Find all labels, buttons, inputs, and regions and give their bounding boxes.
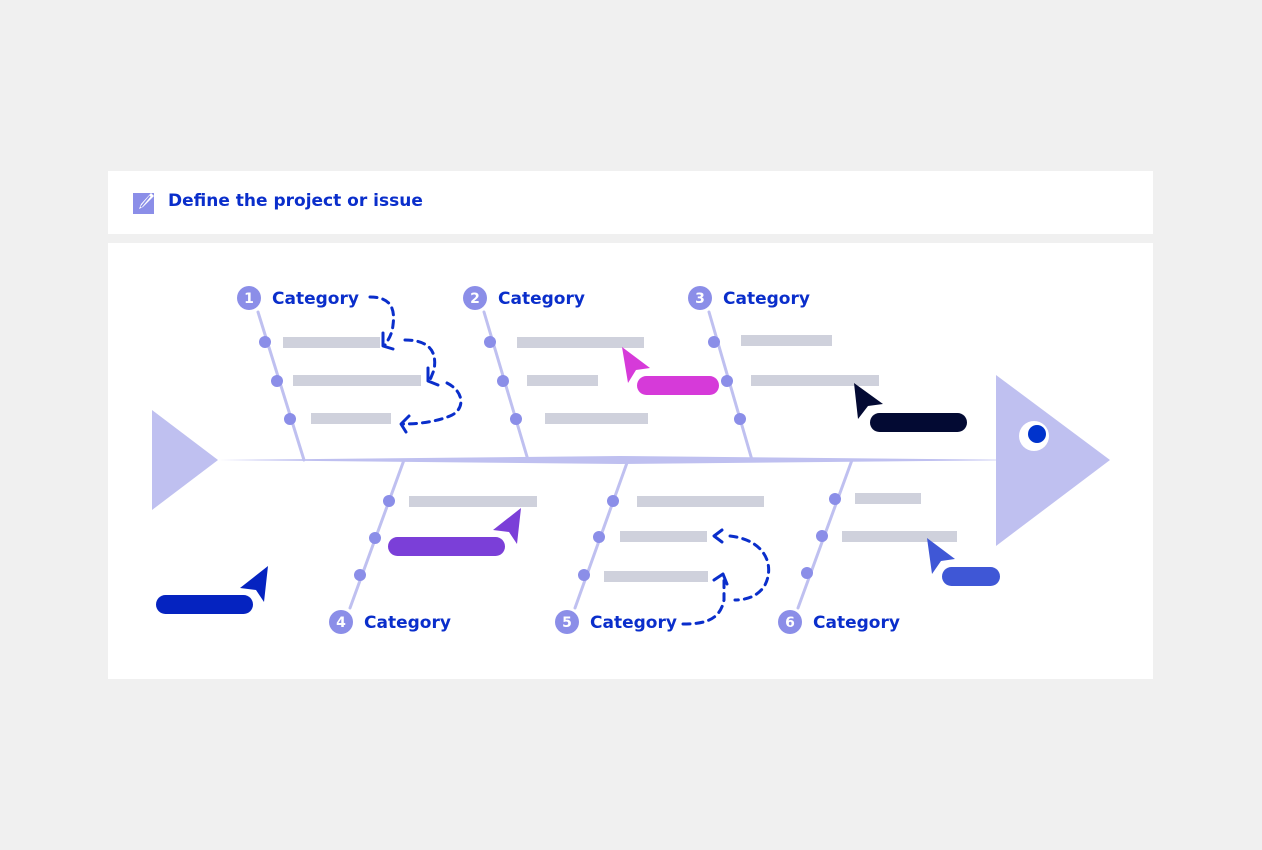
category-label[interactable]: Category	[813, 613, 900, 633]
collaborator-cursor-mid-blue	[927, 538, 1000, 586]
cause-placeholder[interactable]	[283, 337, 380, 348]
cause-placeholder[interactable]	[293, 375, 421, 386]
category-number-badge	[778, 610, 802, 634]
cause-placeholder[interactable]	[620, 531, 707, 542]
dashed-arrow-connector	[681, 528, 771, 626]
collaborator-name-pill	[156, 595, 253, 614]
category-number-badge	[688, 286, 712, 310]
cause-placeholder[interactable]	[741, 335, 832, 346]
category-number-badge	[329, 610, 353, 634]
cursor-icon	[622, 347, 650, 383]
category-label[interactable]: Category	[498, 289, 585, 309]
svg-text:5: 5	[562, 615, 572, 631]
branch-4: 4 Category	[329, 458, 537, 634]
cause-placeholder[interactable]	[751, 375, 879, 386]
cursor-icon	[927, 538, 955, 574]
cause-placeholder[interactable]	[517, 337, 644, 348]
collaborator-cursor-dark	[854, 383, 967, 432]
edit-icon	[133, 193, 154, 214]
svg-text:1: 1	[244, 291, 254, 307]
branch-2: 2 Category	[463, 286, 648, 462]
cause-placeholder[interactable]	[842, 531, 957, 542]
fish-head	[996, 375, 1110, 546]
category-number-badge	[463, 286, 487, 310]
collaborator-name-pill	[388, 537, 505, 556]
branch-5: 5 Category	[555, 458, 764, 634]
collaborator-name-pill	[870, 413, 967, 432]
dashed-arrow-connector	[368, 295, 463, 434]
collaborator-name-pill	[637, 376, 719, 395]
category-number-badge	[555, 610, 579, 634]
branch-6: 6 Category	[778, 458, 957, 634]
cause-placeholder[interactable]	[409, 496, 537, 507]
svg-text:3: 3	[695, 291, 705, 307]
branch-1: 1 Category	[237, 286, 421, 462]
branch-3: 3 Category	[688, 286, 879, 462]
cause-placeholder[interactable]	[311, 413, 391, 424]
cause-placeholder[interactable]	[527, 375, 598, 386]
category-label[interactable]: Category	[590, 613, 677, 633]
collaborator-cursor-pink	[622, 347, 719, 395]
category-label[interactable]: Category	[364, 613, 451, 633]
category-number-badge	[237, 286, 261, 310]
collaborator-cursor-purple	[388, 508, 521, 556]
cause-placeholder[interactable]	[637, 496, 764, 507]
problem-header: Define the project or issue	[108, 171, 1153, 234]
category-label[interactable]: Category	[723, 289, 810, 309]
cursor-icon	[240, 566, 268, 602]
collaborator-name-pill	[942, 567, 1000, 586]
svg-text:2: 2	[470, 291, 480, 307]
collaborator-cursor-blue	[156, 566, 268, 614]
fish-pupil	[1028, 425, 1046, 443]
cause-placeholder[interactable]	[604, 571, 708, 582]
cause-placeholder[interactable]	[855, 493, 921, 504]
category-label[interactable]: Category	[272, 289, 359, 309]
problem-title[interactable]: Define the project or issue	[168, 191, 423, 211]
svg-text:6: 6	[785, 615, 795, 631]
fish-spine	[218, 456, 1030, 464]
cursor-icon	[854, 383, 883, 419]
cause-placeholder[interactable]	[545, 413, 648, 424]
svg-text:4: 4	[336, 615, 346, 631]
fish-tail	[152, 410, 218, 510]
cursor-icon	[493, 508, 521, 544]
